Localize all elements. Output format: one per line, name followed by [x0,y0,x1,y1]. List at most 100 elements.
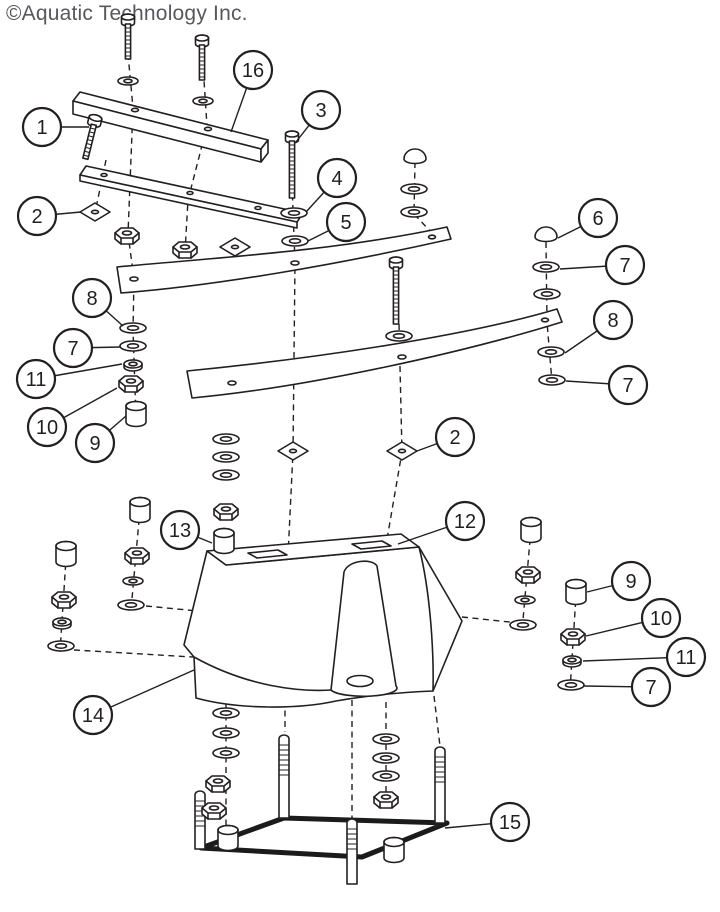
callout-balloon [607,364,649,406]
callout-balloon [21,106,63,148]
callout-8: 8 [71,277,124,327]
callout-number: 5 [340,212,351,234]
callout-number: 7 [619,255,630,277]
callout-balloon [232,49,274,91]
callout-number: 10 [36,417,58,439]
flat-washer [372,770,400,782]
callout-9: 9 [74,415,127,464]
flat-washer [212,747,240,759]
callout-7: 7 [52,327,122,369]
callout-number: 6 [592,208,603,230]
threaded-post [434,746,446,824]
wedge-plate [277,441,309,461]
callout-number: 10 [650,608,672,630]
callout-number: 1 [36,117,47,139]
callout-number: 7 [645,677,656,699]
flat-washer [117,76,139,86]
callout-number: 12 [454,511,476,533]
hex-nut [515,566,541,584]
hex-nut [205,775,231,793]
pedestal-column [330,560,398,698]
callout-number: 7 [622,375,633,397]
callout-number: 7 [67,338,78,360]
callout-11: 11 [582,636,707,678]
callout-7: 7 [583,666,672,708]
pedestal-slot [247,549,288,559]
callout-number: 8 [86,288,97,310]
callout-number: 13 [169,520,191,542]
alignment-dashed-lines [59,49,578,840]
callout-balloon [72,694,114,736]
callout-balloon [300,89,342,131]
callout-balloon [325,201,367,243]
hex-bolt [120,13,136,60]
spacer-sleeve [125,400,147,428]
callout-10: 10 [26,387,118,448]
callout-3: 3 [295,89,342,143]
spacer-sleeve [565,578,587,606]
base-frame [198,815,450,860]
flat-washer [537,346,565,358]
dome-nut [403,148,427,165]
flat-washer [532,261,560,273]
callout-balloon [604,244,646,286]
threaded-post [278,734,290,819]
callout-number: 4 [331,168,342,190]
flat-washer [385,330,413,342]
lock-washer [562,655,582,668]
callout-2: 2 [16,195,82,237]
flat-washer [212,727,240,739]
callout-balloon [444,500,486,542]
lower-spring-board [186,308,563,399]
callout-8: 8 [564,299,634,354]
callout-number: 3 [315,100,326,122]
flat-washer [280,207,308,219]
flat-washer [47,640,75,652]
flat-washer [212,469,240,481]
lock-washer [52,617,72,630]
callout-13: 13 [159,509,213,551]
board-hole [540,317,550,323]
column-base-hole [346,674,374,688]
callout-7: 7 [565,364,649,406]
pedestal-base [183,533,463,708]
flat-washer [557,679,585,691]
threaded-post [194,790,206,850]
callout-balloon [16,195,58,237]
hex-nut [213,503,239,521]
spacer-sleeve [129,496,151,524]
spacer-sleeve [55,540,77,568]
callout-number: 2 [449,427,460,449]
hex-bolt [388,256,404,325]
callout-number: 16 [242,60,264,82]
pedestal-slot [351,540,392,550]
callout-16: 16 [230,49,274,133]
spacer-sleeve [383,836,405,864]
hex-nut [118,375,144,393]
flat-washer [509,619,537,631]
flat-washer [372,733,400,745]
flat-washer [400,183,428,195]
callout-4: 4 [305,157,358,213]
hex-bolt [78,112,104,162]
callout-balloon [592,299,634,341]
callout-balloon [610,560,652,602]
callout-balloon [15,358,57,400]
callout-number: 9 [89,433,100,455]
callout-balloon [577,197,619,239]
flat-washer [119,322,147,334]
callout-11: 11 [15,358,123,400]
flat-washer [119,340,147,352]
flat-washer [117,599,145,611]
wedge-plate [386,441,418,461]
callout-number: 8 [607,310,618,332]
dome-nut [534,226,558,243]
callout-balloon [640,597,682,639]
base-frame-assembly [194,707,450,885]
callout-balloon [489,801,531,843]
callout-6: 6 [557,197,619,239]
board-hole [129,276,139,282]
